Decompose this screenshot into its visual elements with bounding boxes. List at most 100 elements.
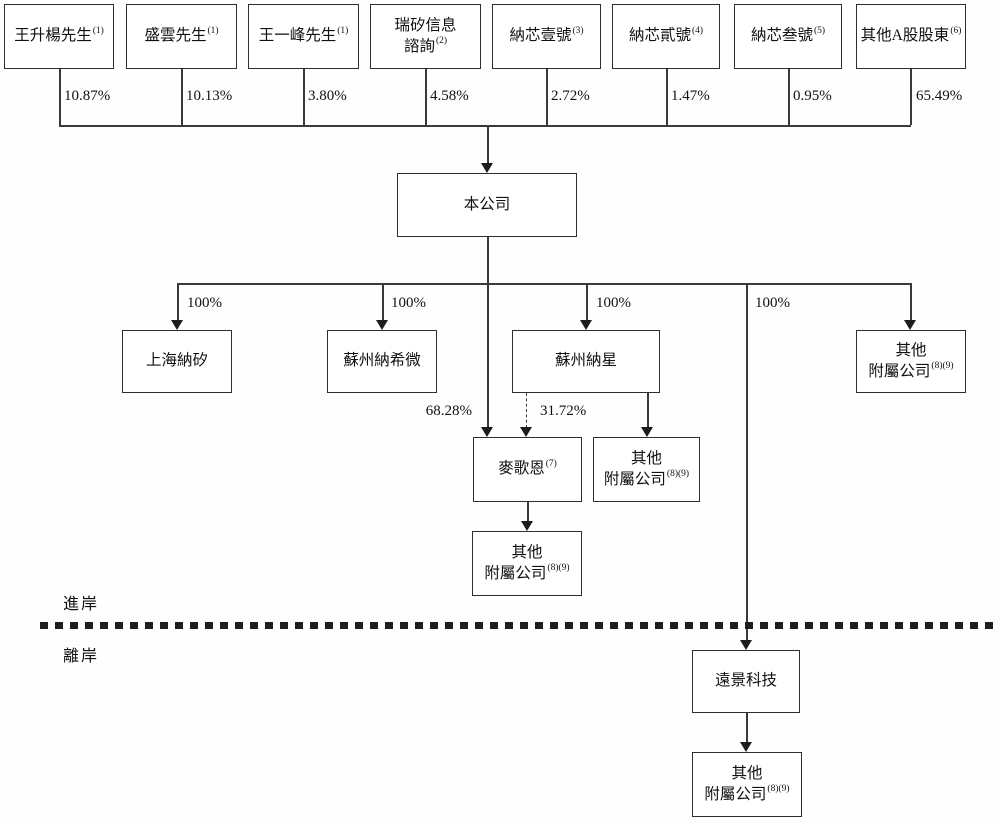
pct-shareholder-6: 1.47% xyxy=(671,88,710,104)
box-shareholder-wang-yifeng: 王一峰先生(1) xyxy=(248,4,359,69)
footnote-marker: (1) xyxy=(92,25,104,36)
arrow-down-icon xyxy=(171,320,183,330)
footnote-marker: (3) xyxy=(572,25,584,36)
label-offshore: 離岸 xyxy=(63,648,100,665)
box-company: 本公司 xyxy=(397,173,577,237)
box-label: 蘇州納星 xyxy=(554,352,617,370)
connector-vline xyxy=(425,69,427,125)
connector-vline xyxy=(59,69,61,125)
footnote-marker: (1) xyxy=(207,25,219,36)
connector-vline xyxy=(181,69,183,125)
box-label: 其他 xyxy=(895,341,927,359)
box-label: 附屬公司(8)(9) xyxy=(704,784,790,803)
pct-suzhou-naxing: 100% xyxy=(596,295,631,311)
pct-shareholder-2: 10.13% xyxy=(186,88,233,104)
arrow-down-icon xyxy=(521,521,533,531)
pct-envision: 100% xyxy=(755,295,790,311)
connector-vline xyxy=(527,502,529,522)
pct-shareholder-8: 65.49% xyxy=(916,88,963,104)
connector-vline xyxy=(382,283,384,321)
box-label: 諮詢(2) xyxy=(403,36,448,55)
connector-vline xyxy=(666,69,668,125)
box-label: 蘇州納希微 xyxy=(343,352,421,370)
connector-vline xyxy=(910,69,912,125)
pct-shanghai-naxi: 100% xyxy=(187,295,222,311)
box-shareholder-naxin-no1: 納芯壹號(3) xyxy=(492,4,601,69)
box-shareholder-other-a-share: 其他A股股東(6) xyxy=(856,4,966,69)
box-other-subsidiaries-below-magntek: 其他 附屬公司(8)(9) xyxy=(472,531,582,596)
connector-vline-to-offshore xyxy=(746,283,748,641)
box-shareholder-naxin-no2: 納芯貳號(4) xyxy=(612,4,720,69)
box-label: 瑞矽信息 xyxy=(394,16,457,34)
box-shareholder-sheng-yun: 盛雲先生(1) xyxy=(126,4,237,69)
footnote-marker: (8)(9) xyxy=(666,469,690,480)
box-label: 其他 xyxy=(731,764,763,782)
box-shanghai-naxi: 上海納矽 xyxy=(122,330,232,393)
box-label: 納芯壹號(3) xyxy=(509,25,584,45)
box-label: 其他 xyxy=(630,449,662,467)
pct-magntek-direct: 68.28% xyxy=(425,403,472,419)
connector-dashed-vline-naxing-to-magntek xyxy=(526,393,527,428)
footnote-marker: (8)(9) xyxy=(931,361,954,372)
connector-bus-subsidiaries xyxy=(177,283,911,285)
onshore-offshore-divider xyxy=(40,622,996,629)
box-label: 其他A股股東(6) xyxy=(860,25,962,45)
arrow-down-icon xyxy=(481,427,493,437)
box-label: 上海納矽 xyxy=(145,352,208,370)
box-shareholder-naxin-no3: 納芯叁號(5) xyxy=(734,4,842,69)
connector-vline xyxy=(586,283,588,321)
arrow-down-icon xyxy=(740,742,752,752)
pct-shareholder-1: 10.87% xyxy=(64,88,111,104)
box-label: 納芯叁號(5) xyxy=(750,25,826,45)
box-label: 盛雲先生(1) xyxy=(144,25,219,45)
connector-vline xyxy=(788,69,790,125)
box-label: 納芯貳號(4) xyxy=(628,25,704,45)
connector-vline xyxy=(910,283,912,321)
connector-vline xyxy=(487,125,489,164)
footnote-marker: (7) xyxy=(545,458,557,469)
pct-suzhou-naxiwei: 100% xyxy=(391,295,426,311)
connector-vline xyxy=(303,69,305,125)
box-label: 附屬公司(8)(9) xyxy=(484,563,570,582)
footnote-marker: (4) xyxy=(691,25,704,36)
connector-vline xyxy=(177,283,179,321)
box-shareholder-ruixi-info: 瑞矽信息 諮詢(2) xyxy=(370,4,481,69)
footnote-marker: (8)(9) xyxy=(767,784,790,795)
footnote-marker: (6) xyxy=(950,25,962,36)
box-suzhou-naxiwei: 蘇州納希微 xyxy=(327,330,437,393)
box-other-subsidiaries-mid: 其他 附屬公司(8)(9) xyxy=(593,437,700,502)
box-label: 王升楊先生(1) xyxy=(14,25,104,45)
pct-shareholder-5: 2.72% xyxy=(551,88,590,104)
box-other-subsidiaries-right: 其他 附屬公司(8)(9) xyxy=(856,330,966,393)
arrow-down-icon xyxy=(904,320,916,330)
box-label: 麥歌恩(7) xyxy=(498,458,557,478)
connector-bus-top xyxy=(59,125,911,127)
box-envision-tech: 遠景科技 xyxy=(692,650,800,713)
arrow-down-icon xyxy=(520,427,532,437)
arrow-down-icon xyxy=(740,640,752,650)
pct-shareholder-3: 3.80% xyxy=(308,88,347,104)
connector-vline xyxy=(647,393,649,428)
box-suzhou-naxing: 蘇州納星 xyxy=(512,330,660,393)
box-shareholder-wang-shengyang: 王升楊先生(1) xyxy=(4,4,114,69)
box-label: 其他 xyxy=(511,543,543,561)
box-other-subsidiaries-offshore: 其他 附屬公司(8)(9) xyxy=(692,752,802,817)
footnote-marker: (1) xyxy=(337,25,349,36)
connector-vline-company-to-magntek xyxy=(487,237,489,428)
box-magntek: 麥歌恩(7) xyxy=(473,437,582,502)
footnote-marker: (8)(9) xyxy=(547,563,570,574)
connector-vline xyxy=(746,713,748,743)
connector-vline xyxy=(546,69,548,125)
label-onshore: 進岸 xyxy=(63,596,100,613)
arrow-down-icon xyxy=(580,320,592,330)
arrow-down-icon xyxy=(641,427,653,437)
pct-shareholder-7: 0.95% xyxy=(793,88,832,104)
arrow-down-icon xyxy=(481,163,493,173)
box-label: 本公司 xyxy=(463,195,511,213)
pct-magntek-via-naxing: 31.72% xyxy=(540,403,587,419)
arrow-down-icon xyxy=(376,320,388,330)
footnote-marker: (5) xyxy=(813,25,826,36)
box-label: 附屬公司(8)(9) xyxy=(868,361,954,380)
box-label: 遠景科技 xyxy=(714,672,777,690)
